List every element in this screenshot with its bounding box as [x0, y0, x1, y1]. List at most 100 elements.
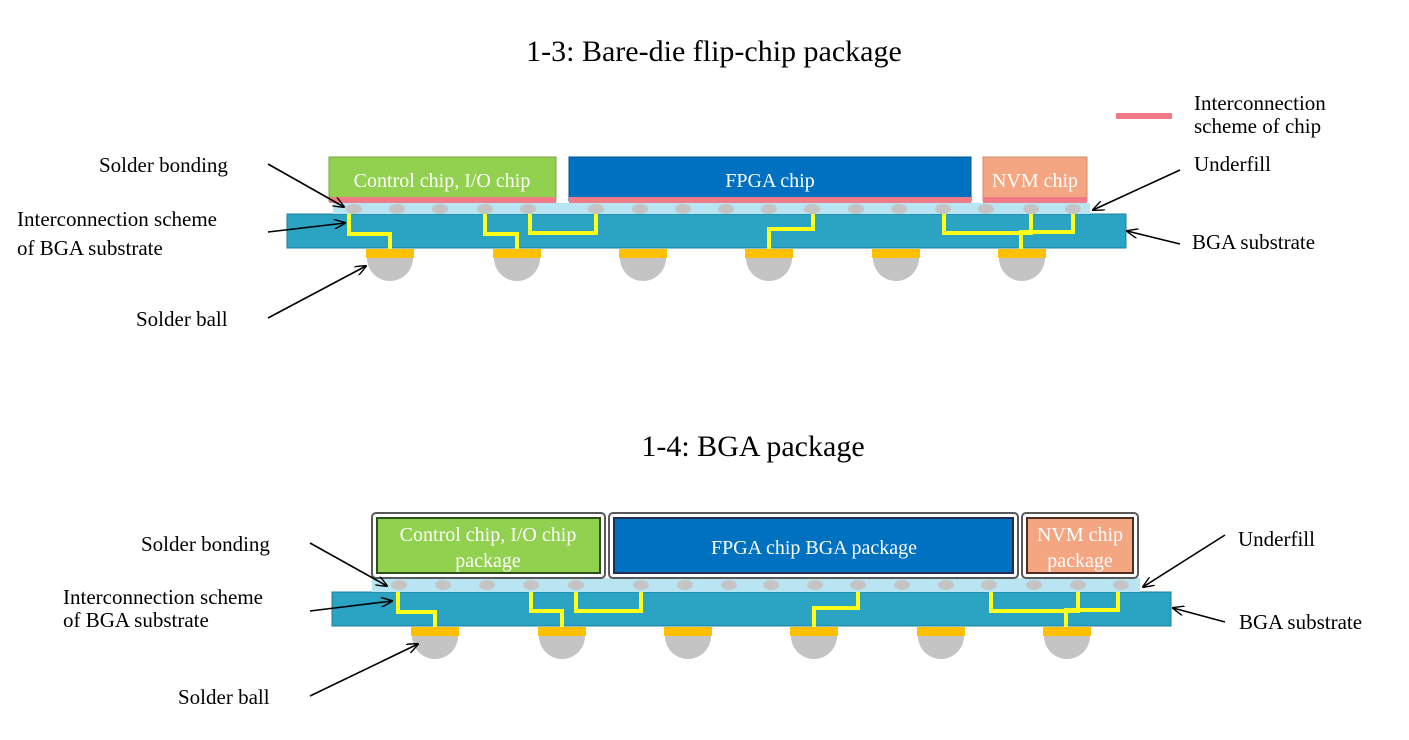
- arrow-solder-ball: [309, 644, 418, 697]
- fpga-chip: [568, 156, 972, 202]
- solder-ball: [999, 258, 1045, 281]
- solder-bump: [1023, 204, 1039, 214]
- legend: Interconnection scheme of chip: [1116, 91, 1326, 138]
- solder-balls: [366, 249, 1046, 281]
- solder-bump: [721, 580, 737, 590]
- solder-bump: [935, 204, 951, 214]
- arrow-solder-bonding: [309, 542, 387, 586]
- solder-bump: [1113, 580, 1129, 590]
- solder-ball: [620, 258, 666, 281]
- solder-bump: [391, 580, 407, 590]
- solder-bump: [761, 204, 777, 214]
- legend-label-line2: scheme of chip: [1194, 114, 1321, 138]
- label-bga-substrate: BGA substrate: [1192, 230, 1315, 254]
- label-solder-bonding: Solder bonding: [99, 153, 228, 177]
- ball-pad: [998, 249, 1046, 258]
- ball-pad: [366, 249, 414, 258]
- solder-bump: [568, 580, 584, 590]
- chip-interconnect-layer: [569, 197, 971, 203]
- solder-ball: [746, 258, 792, 281]
- arrow-underfill: [1093, 169, 1181, 210]
- solder-bump: [1026, 580, 1042, 590]
- solder-bump: [891, 204, 907, 214]
- solder-bump: [848, 204, 864, 214]
- solder-bump: [477, 204, 493, 214]
- chip-interconnect-layer: [329, 197, 556, 203]
- solder-bump: [1070, 580, 1086, 590]
- solder-bump: [523, 580, 539, 590]
- diagram-bga-package: 1-4: BGA package Control chip, I/O chip …: [63, 430, 1362, 709]
- control-chip-package: [376, 517, 601, 574]
- solder-bump: [520, 204, 536, 214]
- label-solder-ball: Solder ball: [136, 307, 228, 331]
- ball-pad: [917, 627, 965, 636]
- solder-bump: [981, 580, 997, 590]
- solder-ball: [918, 636, 964, 659]
- solder-bump: [633, 580, 649, 590]
- solder-ball: [367, 258, 413, 281]
- label-underfill: Underfill: [1238, 527, 1315, 551]
- solder-ball: [412, 636, 458, 659]
- solder-bump: [763, 580, 779, 590]
- ball-pad: [1043, 627, 1091, 636]
- label-bga-substrate: BGA substrate: [1239, 610, 1362, 634]
- diagram-title-top: 1-3: Bare-die flip-chip package: [526, 35, 902, 68]
- control-chip: [328, 156, 557, 202]
- diagram-bare-die-flip-chip: 1-3: Bare-die flip-chip package Intercon…: [17, 35, 1326, 331]
- nvm-chip-label: NVM chip: [992, 170, 1078, 192]
- solder-bump: [804, 204, 820, 214]
- solder-bump: [978, 204, 994, 214]
- label-solder-ball: Solder ball: [178, 685, 270, 709]
- solder-bump: [479, 580, 495, 590]
- label-interconnection-scheme-line2: of BGA substrate: [17, 236, 163, 260]
- solder-ball: [665, 636, 711, 659]
- solder-bump: [938, 580, 954, 590]
- solder-ball: [539, 636, 585, 659]
- legend-swatch: [1116, 113, 1172, 119]
- solder-ball: [1044, 636, 1090, 659]
- ball-pad: [745, 249, 793, 258]
- underfill-layer: [333, 203, 1090, 214]
- solder-bump: [850, 580, 866, 590]
- solder-bump: [389, 204, 405, 214]
- diagram-title-bottom: 1-4: BGA package: [641, 430, 864, 463]
- solder-bump: [807, 580, 823, 590]
- nvm-package-label-line1: NVM chip: [1037, 524, 1123, 546]
- solder-bump: [1065, 204, 1081, 214]
- solder-bump: [677, 580, 693, 590]
- ball-pad: [493, 249, 541, 258]
- label-solder-bonding: Solder bonding: [141, 532, 270, 556]
- solder-ball: [791, 636, 837, 659]
- ball-pad: [664, 627, 712, 636]
- arrow-bga-substrate: [1127, 231, 1181, 245]
- ball-pad: [538, 627, 586, 636]
- arrow-bga-substrate: [1173, 608, 1226, 623]
- label-interconnection-scheme-line1: Interconnection scheme: [17, 207, 217, 231]
- arrow-solder-ball: [267, 266, 366, 319]
- label-interconnection-scheme-line1: Interconnection scheme: [63, 585, 263, 609]
- solder-bump: [435, 580, 451, 590]
- legend-label-line1: Interconnection: [1194, 91, 1326, 115]
- fpga-package: [613, 517, 1014, 574]
- control-chip-label: Control chip, I/O chip: [354, 170, 531, 192]
- solder-bump: [718, 204, 734, 214]
- solder-bumps: [391, 580, 1129, 590]
- solder-ball: [873, 258, 919, 281]
- solder-bump: [346, 204, 362, 214]
- ball-pad: [411, 627, 459, 636]
- solder-bump: [894, 580, 910, 590]
- substrate-wiring: [396, 592, 1120, 628]
- arrow-solder-bonding: [267, 163, 344, 207]
- solder-bump: [432, 204, 448, 214]
- solder-bumps: [346, 204, 1081, 214]
- solder-bump: [632, 204, 648, 214]
- control-chip-package-label-line2: package: [455, 550, 521, 572]
- arrow-interconnection-scheme: [267, 223, 345, 233]
- fpga-package-label: FPGA chip BGA package: [711, 537, 917, 559]
- solder-balls: [411, 627, 1091, 659]
- solder-bump: [588, 204, 604, 214]
- control-chip-package-label-line1: Control chip, I/O chip: [400, 524, 577, 546]
- chip-interconnect-layer: [983, 197, 1087, 203]
- ball-pad: [872, 249, 920, 258]
